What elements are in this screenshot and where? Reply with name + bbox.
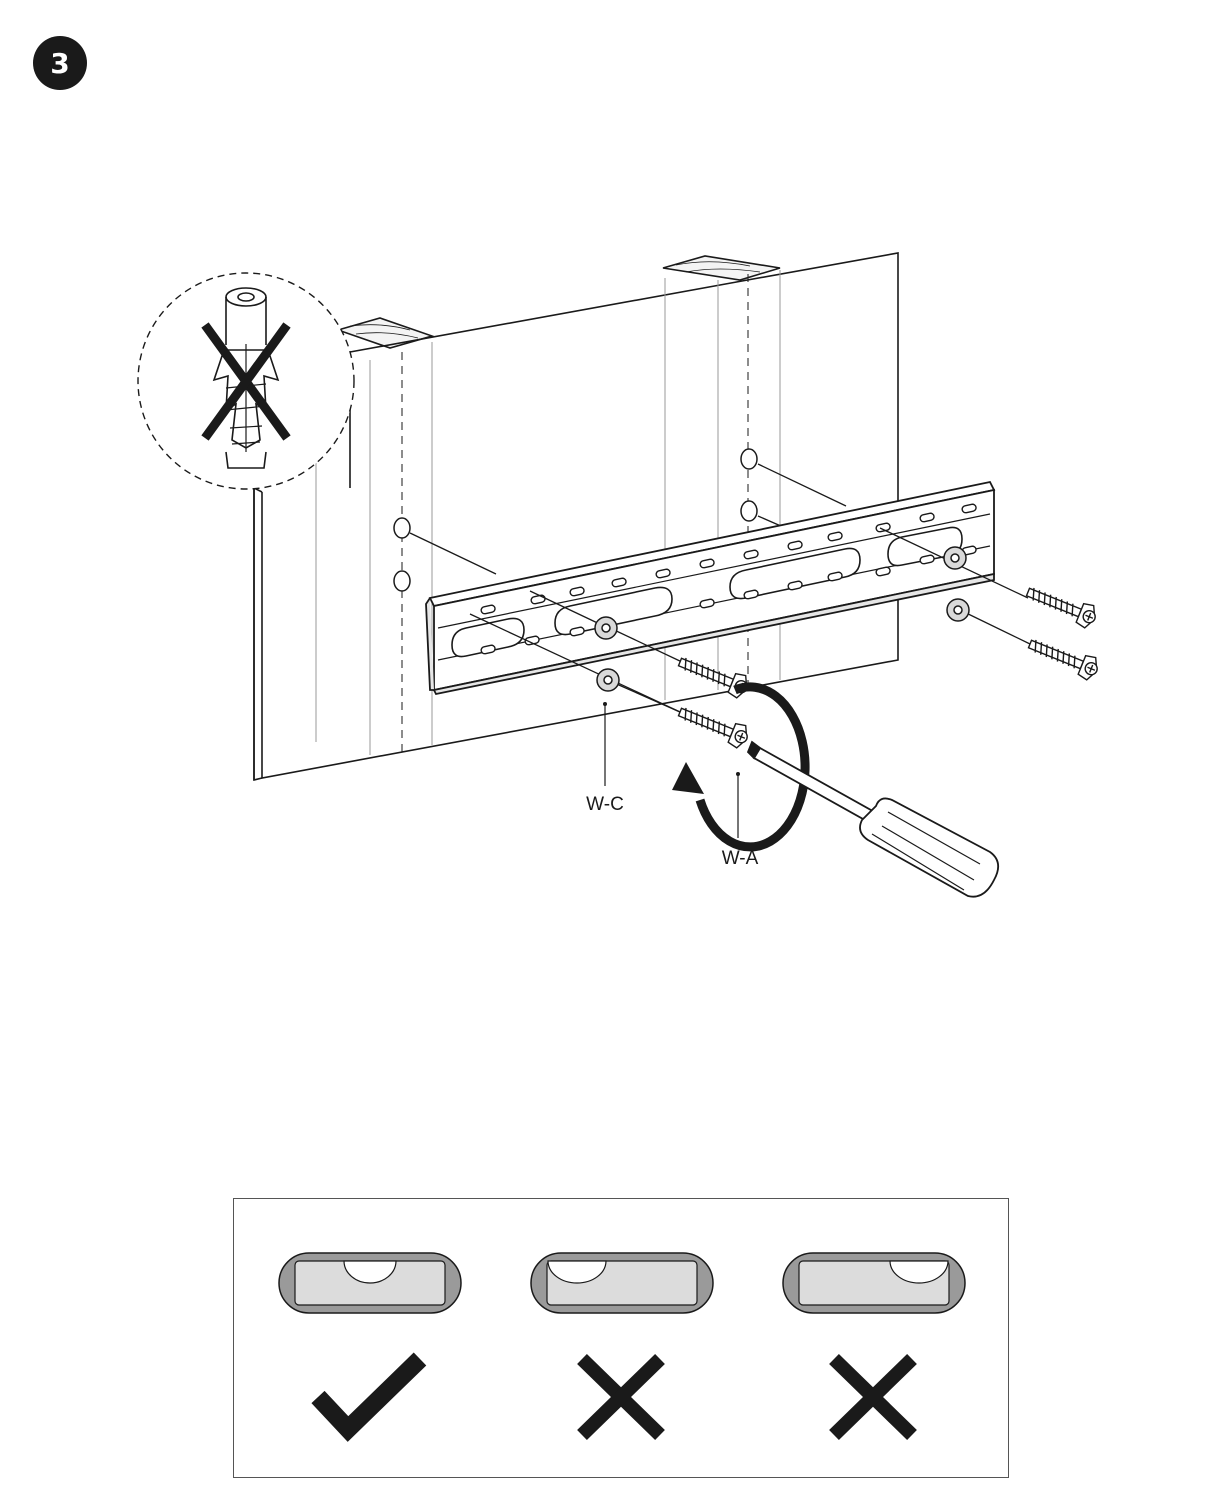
- cross-icon: [829, 1353, 917, 1441]
- washer-icon: [596, 668, 620, 692]
- wall-anchor-icon: [212, 287, 280, 469]
- callout-washer: W-C: [586, 702, 624, 815]
- rotation-arrow-icon: [672, 682, 810, 852]
- callout-screw: W-A: [722, 772, 759, 869]
- level-tilted-right: [782, 1252, 966, 1314]
- level-tilted-left: [530, 1252, 714, 1314]
- screwdriver-icon: [746, 740, 1000, 898]
- pilot-holes: [393, 448, 758, 592]
- wall-board: [253, 252, 899, 782]
- lag-screw-icon: [1025, 587, 1096, 629]
- cross-icon: [577, 1353, 665, 1441]
- washer-icon: [943, 546, 967, 570]
- lag-screw-icon: [1027, 639, 1098, 681]
- washer-icon: [594, 616, 618, 640]
- inset-wall-anchor-prohibited: [137, 272, 355, 780]
- screw-label: W-A: [722, 848, 759, 869]
- washer-label: W-C: [586, 794, 624, 815]
- mounting-illustration: W-C W-A: [137, 252, 1098, 898]
- prohibited-cross-icon: [201, 322, 291, 441]
- wall-plate-bracket: [425, 480, 996, 696]
- step-number-badge: 3: [33, 36, 87, 90]
- washers: [594, 546, 970, 692]
- washer-icon: [946, 598, 970, 622]
- lag-screw-icon: [677, 707, 748, 749]
- level-check-panel: [233, 1198, 1009, 1478]
- level-centered: [278, 1252, 462, 1314]
- check-icon: [311, 1352, 427, 1442]
- level-check-graphic: [278, 1252, 966, 1442]
